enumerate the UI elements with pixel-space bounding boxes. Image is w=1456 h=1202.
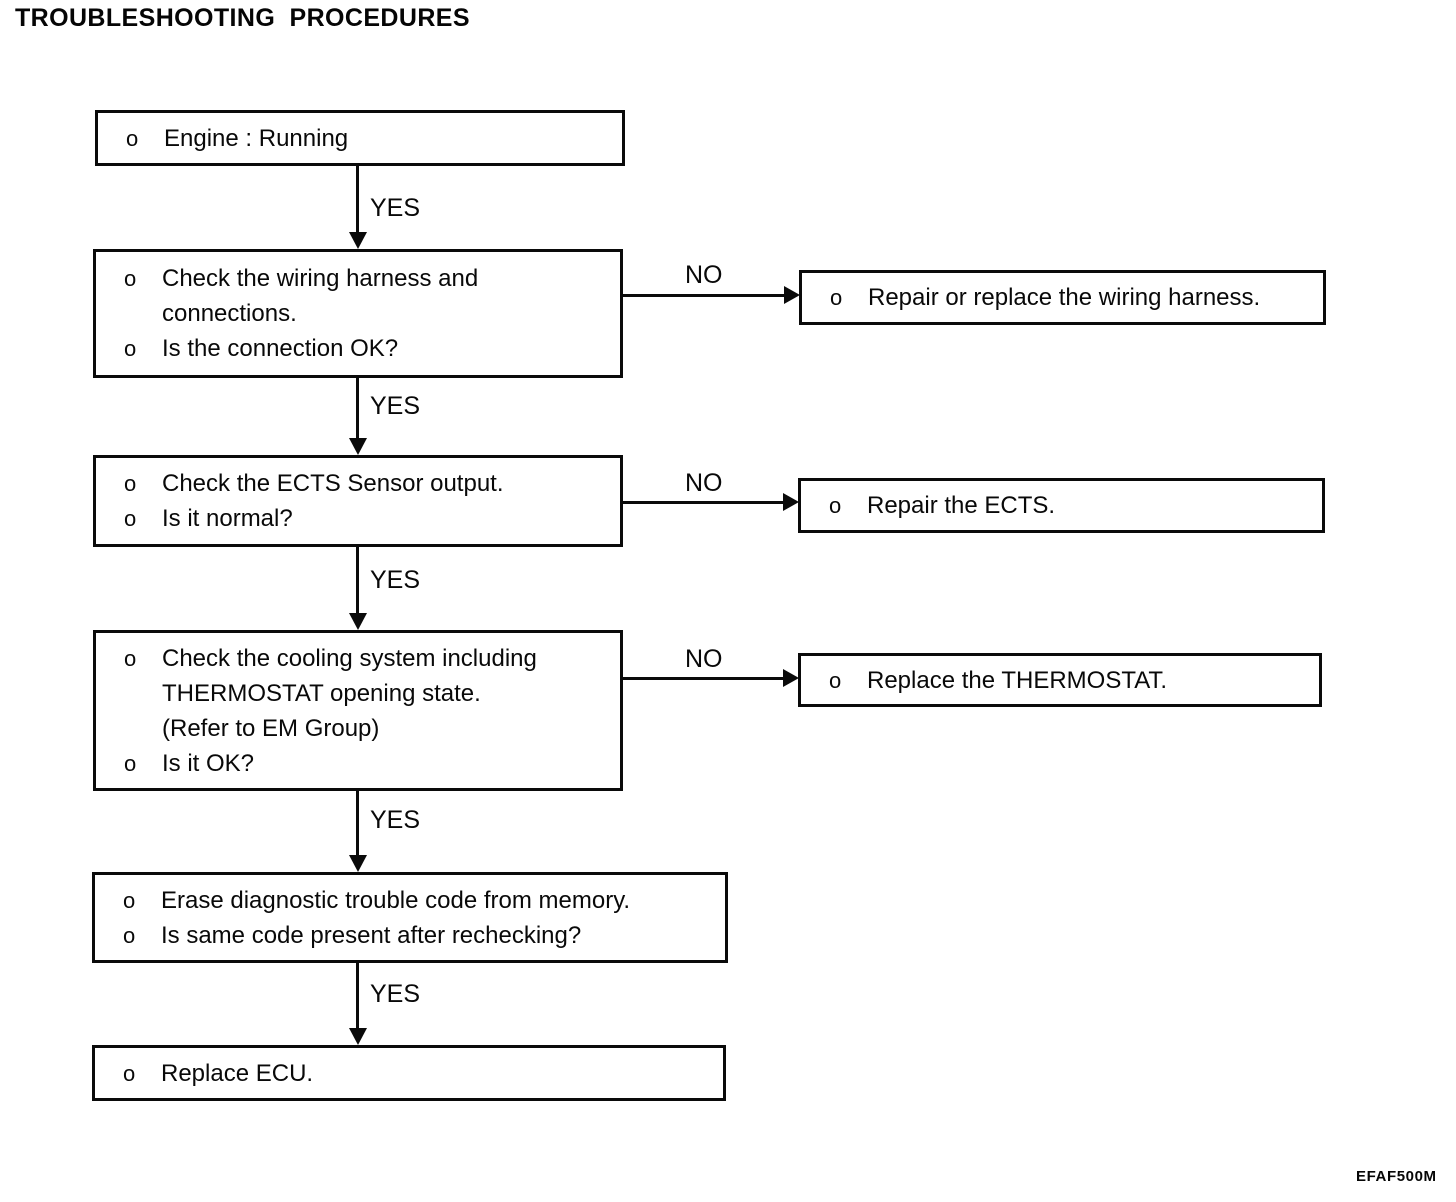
box-line: o Erase diagnostic trouble code from mem… [95,883,725,918]
box-line: o Is same code present after rechecking? [95,918,725,953]
box-line-text: Replace ECU. [161,1059,314,1087]
flow-box-replace-ecu: o Replace ECU. [92,1045,726,1101]
no-label: NO [685,645,723,673]
bullet-marker: o [123,887,136,913]
right-arrowhead-icon [784,286,800,304]
yes-label: YES [370,392,421,420]
flow-box-check-cooling-system: o Check the cooling system including THE… [93,630,623,791]
no-label: NO [685,261,723,289]
bullet-marker [96,711,162,746]
right-arrowhead-icon [783,493,799,511]
bullet-marker: o [124,336,137,361]
box-line-text: (Refer to EM Group) [162,714,380,742]
box-line: o Check the cooling system including [96,641,620,676]
arrow-line [623,294,785,297]
box-line-text: Is it OK? [162,749,255,777]
arrow-line [356,791,359,857]
arrow-line [356,166,359,236]
yes-label: YES [370,806,421,834]
flow-box-repair-ects: o Repair the ECTS. [798,478,1325,533]
box-line: o Is it OK? [96,746,620,781]
box-line-text: Repair the ECTS. [867,492,1056,519]
bullet-marker: o [124,266,137,291]
bullet-marker: o [829,493,842,518]
right-arrowhead-icon [783,669,799,687]
arrow-line [623,677,784,680]
bullet-marker: o [126,125,139,151]
box-line-text: Check the wiring harness and [162,265,479,292]
box-line: o Repair the ECTS. [801,488,1322,523]
figure-code: EFAF500M [1356,1168,1437,1185]
box-line-text: Check the ECTS Sensor output. [162,470,504,497]
box-line-text: Is it normal? [162,505,293,532]
bullet-marker: o [124,750,137,776]
box-line: o Check the wiring harness and [96,261,620,296]
flow-box-check-ects: o Check the ECTS Sensor output. o Is it … [93,455,623,547]
arrow-line [356,547,359,615]
page-title: TROUBLESHOOTING PROCEDURES [15,4,470,32]
bullet-marker: o [124,506,137,531]
down-arrowhead-icon [349,438,367,455]
yes-label: YES [370,980,421,1008]
box-line: THERMOSTAT opening state. [96,676,620,711]
bullet-marker [96,676,162,711]
bullet-marker: o [123,1060,136,1086]
box-line: (Refer to EM Group) [96,711,620,746]
arrow-line [356,378,359,440]
box-line: o Is it normal? [96,501,620,536]
box-line-text: THERMOSTAT opening state. [162,679,481,707]
box-line: o Check the ECTS Sensor output. [96,466,620,501]
box-line: connections. [96,296,620,331]
bullet-marker: o [830,285,843,310]
box-line-text: Replace the THERMOSTAT. [867,666,1168,694]
box-line-text: Erase diagnostic trouble code from memor… [161,886,631,914]
flow-box-check-wiring: o Check the wiring harness and connectio… [93,249,623,378]
box-line: o Replace the THERMOSTAT. [801,663,1319,698]
box-line: o Replace ECU. [95,1056,723,1091]
flow-box-repair-wiring: o Repair or replace the wiring harness. [799,270,1326,325]
box-line-text: Repair or replace the wiring harness. [868,284,1261,311]
bullet-marker: o [123,922,136,948]
bullet-marker: o [829,667,842,693]
box-line-text: connections. [162,300,297,327]
arrow-line [356,963,359,1029]
box-line-text: Engine : Running [164,124,349,152]
no-label: NO [685,469,723,497]
box-line: o Repair or replace the wiring harness. [802,280,1323,315]
down-arrowhead-icon [349,1028,367,1045]
box-line-text: Is the connection OK? [162,335,399,362]
box-line: o Engine : Running [98,121,622,156]
bullet-marker [96,296,162,331]
box-line-text: Check the cooling system including [162,644,537,672]
yes-label: YES [370,194,421,222]
bullet-marker: o [124,645,137,671]
flow-box-replace-thermostat: o Replace the THERMOSTAT. [798,653,1322,707]
down-arrowhead-icon [349,613,367,630]
arrow-line [623,501,784,504]
yes-label: YES [370,566,421,594]
bullet-marker: o [124,471,137,496]
flow-box-engine-running: o Engine : Running [95,110,625,166]
down-arrowhead-icon [349,232,367,249]
flow-box-erase-code: o Erase diagnostic trouble code from mem… [92,872,728,963]
down-arrowhead-icon [349,855,367,872]
box-line-text: Is same code present after rechecking? [161,921,582,949]
box-line: o Is the connection OK? [96,331,620,366]
